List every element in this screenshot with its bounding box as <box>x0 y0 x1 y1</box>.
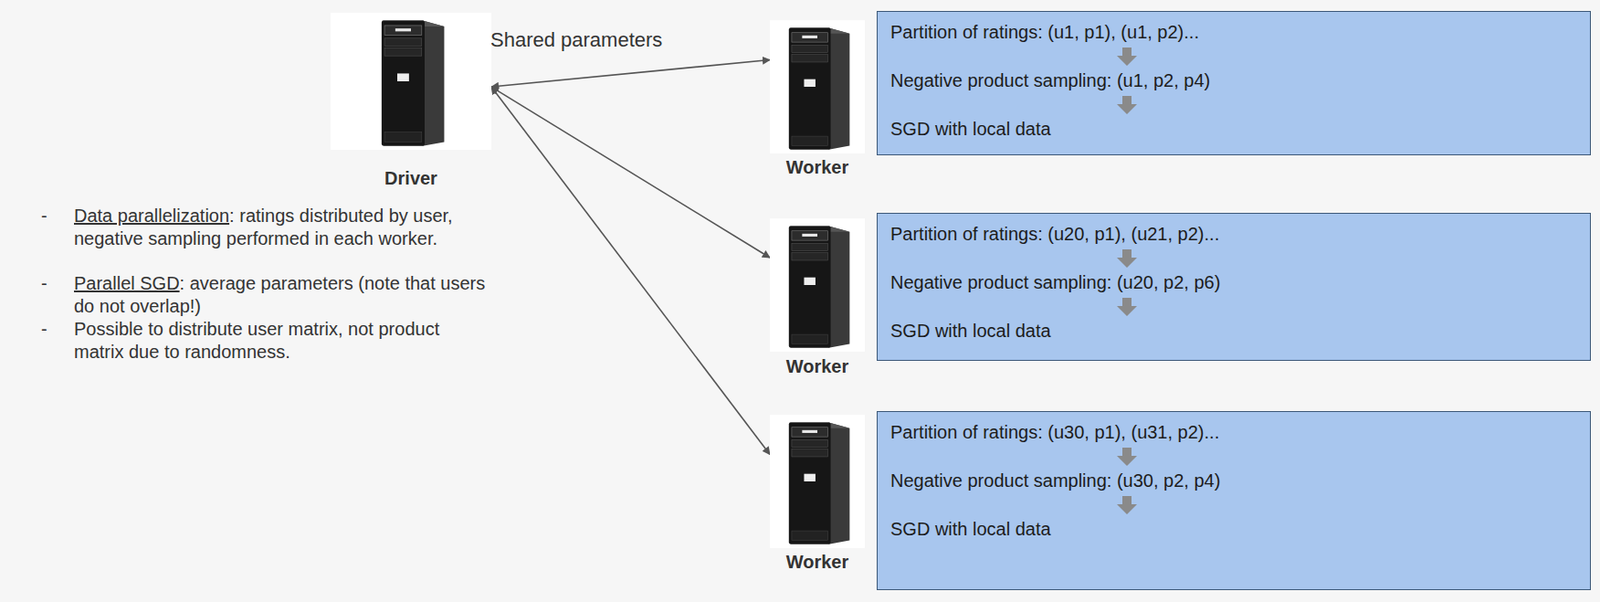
step-text: Negative product sampling: (u1, p2, p4) <box>890 70 1211 92</box>
computer-icon <box>330 12 492 150</box>
bullet-item: - Possible to distribute user matrix, not… <box>41 317 489 364</box>
computer-label: Worker <box>769 551 865 573</box>
bullet-item: - Parallel SGD: average parameters (note … <box>41 272 489 318</box>
computer-node: Worker <box>769 412 865 573</box>
flow-arrow <box>1116 495 1137 515</box>
computer-node: Driver <box>330 12 492 190</box>
flow-arrow <box>1116 249 1137 268</box>
bullet-body: Possible to distribute user matrix, not … <box>73 318 440 362</box>
step-text: Negative product sampling: (u30, p2, p4) <box>890 470 1221 492</box>
computer-label: Driver <box>330 168 492 190</box>
step-text: SGD with local data <box>890 118 1052 140</box>
bullet-term: Data parallelization <box>73 205 230 226</box>
computer-icon <box>769 412 865 550</box>
computer-icon <box>769 215 865 355</box>
bullet-text: Possible to distribute user matrix, not … <box>73 317 489 364</box>
shared-label: Shared parameters <box>490 28 663 53</box>
connector <box>491 60 770 88</box>
bullet-term: Parallel SGD <box>73 273 180 294</box>
step-text: Negative product sampling: (u20, p2, p6) <box>890 272 1221 294</box>
step-text: Partition of ratings: (u30, p1), (u31, p… <box>890 421 1220 443</box>
process-box: Partition of ratings: (u1, p1), (u1, p2)… <box>876 10 1591 156</box>
step-text: SGD with local data <box>890 518 1052 540</box>
bullet-item: - Data parallelization: ratings distribut… <box>41 204 489 251</box>
step-text: Partition of ratings: (u20, p1), (u21, p… <box>890 223 1220 245</box>
process-box: Partition of ratings: (u20, p1), (u21, p… <box>876 212 1591 361</box>
bullet-text: Parallel SGD: average parameters (note t… <box>73 272 489 318</box>
flow-arrow <box>1116 447 1137 466</box>
step-text: SGD with local data <box>890 320 1052 342</box>
computer-icon <box>769 18 865 156</box>
connector <box>491 86 770 258</box>
step-text: Partition of ratings: (u1, p1), (u1, p2)… <box>890 21 1200 43</box>
bullet-dash: - <box>41 272 48 295</box>
computer-node: Worker <box>769 215 865 378</box>
bullet-dash: - <box>41 317 48 341</box>
flow-arrow <box>1116 297 1137 316</box>
computer-label: Worker <box>769 356 865 378</box>
flow-arrow <box>1116 95 1137 115</box>
computer-label: Worker <box>769 157 865 179</box>
flow-arrow <box>1116 47 1137 66</box>
connector <box>491 86 770 454</box>
process-box: Partition of ratings: (u30, p1), (u31, p… <box>876 410 1591 590</box>
computer-node: Worker <box>769 18 865 179</box>
bullet-text: Data parallelization: ratings distribute… <box>73 204 489 251</box>
bullet-dash: - <box>41 204 48 228</box>
